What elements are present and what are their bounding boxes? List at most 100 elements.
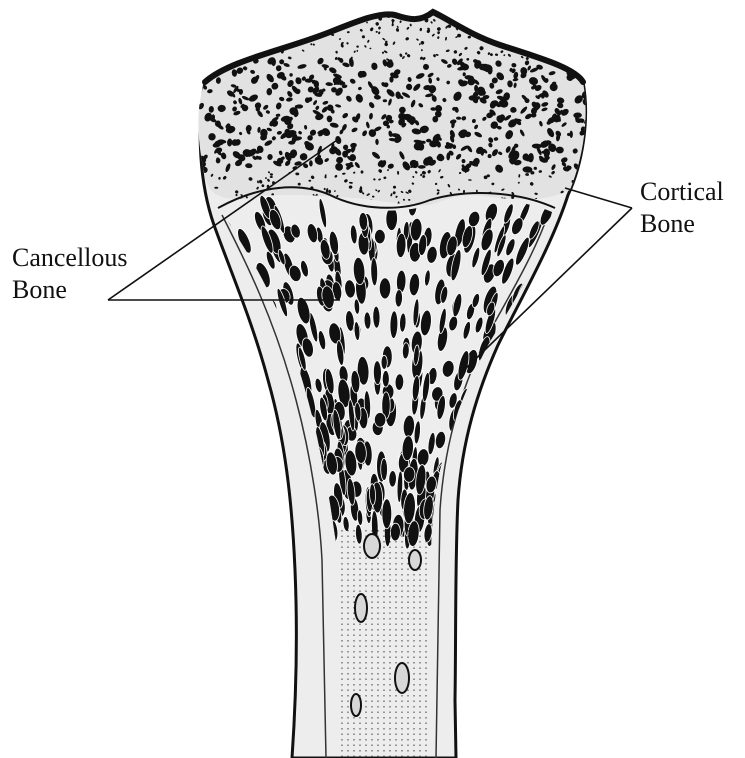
cancellous-label-line2: Bone <box>12 274 128 306</box>
canal-space <box>409 550 421 570</box>
trabecula-dot <box>581 47 584 51</box>
trabecula-dot <box>258 42 261 45</box>
trabecula-dot <box>326 23 330 25</box>
canal-space <box>355 594 367 622</box>
trabecula-dot <box>322 16 325 20</box>
trabecula-cell <box>381 458 388 480</box>
trabecula-dot <box>223 25 226 29</box>
canal-space <box>395 663 409 693</box>
trabecula-dot <box>383 99 387 102</box>
trabecula-dot <box>298 32 300 36</box>
trabecula-dot <box>220 30 223 33</box>
trabecula-dot <box>271 34 274 38</box>
trabecula-dot <box>574 33 577 37</box>
trabecula-dot <box>584 173 588 176</box>
trabecula-dot <box>249 47 254 52</box>
trabecula-dot <box>579 61 588 69</box>
trabecula-dot <box>263 14 266 17</box>
canal-space <box>364 534 380 558</box>
trabecula-dot <box>322 14 326 17</box>
trabecula-dot <box>214 36 218 40</box>
trabecula-dot <box>507 16 511 20</box>
trabecula-dot <box>529 45 533 49</box>
trabecula-dot <box>234 49 239 53</box>
trabecula-dot <box>588 55 591 58</box>
trabecula-cell <box>382 370 389 387</box>
cortical-label-line1: Cortical <box>640 176 724 208</box>
trabecula-dot <box>245 50 248 53</box>
trabecula-dot <box>525 19 529 23</box>
trabecula-dot <box>581 14 583 17</box>
cancellous-bone-label: Cancellous Bone <box>12 242 128 306</box>
trabecula-dot <box>288 15 292 19</box>
trabecula-dot <box>227 56 229 59</box>
trabecula-dot <box>555 35 559 39</box>
trabecula-dot <box>239 16 243 20</box>
trabecula-dot <box>588 17 590 19</box>
trabecula-dot <box>206 45 210 49</box>
trabecula-dot <box>520 23 523 26</box>
trabecula-dot <box>457 34 461 38</box>
trabecula-cell <box>373 306 381 328</box>
trabecula-dot <box>208 62 214 71</box>
trabecula-dot <box>204 62 209 66</box>
trabecula-dot <box>230 23 235 28</box>
trabecula-cell <box>381 355 387 369</box>
trabecula-dot <box>253 44 255 47</box>
trabecula-dot <box>244 46 248 49</box>
trabecula-dot <box>582 20 586 25</box>
trabecula-dot <box>305 19 310 24</box>
trabecula-dot <box>459 19 462 22</box>
trabecula-dot <box>539 48 543 52</box>
trabecula-dot <box>261 39 265 42</box>
trabecula-dot <box>328 190 331 194</box>
cortical-bone-label: Cortical Bone <box>640 176 724 240</box>
trabecula-dot <box>264 42 266 44</box>
trabecula-dot <box>198 70 203 79</box>
trabecula-dot <box>497 20 501 24</box>
trabecula-dot <box>232 45 236 49</box>
trabecula-dot <box>557 46 560 49</box>
trabecula-dot <box>376 31 378 33</box>
trabecula-dot <box>579 177 583 181</box>
trabecula-dot <box>575 58 578 61</box>
trabecula-dot <box>247 40 251 44</box>
trabecula-dot <box>231 27 233 30</box>
trabecula-dot <box>327 14 331 18</box>
trabecula-dot <box>540 45 542 49</box>
trabecula-dot <box>218 46 223 50</box>
trabecula-dot <box>515 24 518 28</box>
trabecula-dot <box>552 15 555 18</box>
trabecula-dot <box>209 47 212 50</box>
trabecula-dot <box>218 61 225 67</box>
trabecula-dot <box>261 42 264 45</box>
trabecula-dot <box>276 22 278 25</box>
trabecula-cell <box>389 471 397 488</box>
trabecula-dot <box>249 51 253 54</box>
trabecula-dot <box>293 24 297 27</box>
trabecula-dot <box>235 39 238 43</box>
trabecula-dot <box>586 160 594 168</box>
trabecula-dot <box>221 14 225 19</box>
trabecula-dot <box>228 27 231 30</box>
trabecula-dot <box>211 55 214 59</box>
trabecula-dot <box>566 31 569 34</box>
trabecula-dot <box>234 58 236 60</box>
trabecula-dot <box>585 171 589 175</box>
trabecula-dot <box>266 22 271 27</box>
trabecula-dot <box>567 57 570 61</box>
trabecula-cell <box>369 484 376 506</box>
trabecula-dot <box>233 22 237 26</box>
trabecula-dot <box>466 19 469 22</box>
trabecula-dot <box>575 15 579 19</box>
trabecula-dot <box>539 48 543 51</box>
trabecula-dot <box>327 18 330 21</box>
trabecula-cell <box>374 229 385 244</box>
trabecula-dot <box>269 23 273 26</box>
trabecula-dot <box>334 17 339 21</box>
trabecula-dot <box>265 40 269 44</box>
trabecula-dot <box>454 15 457 17</box>
trabecula-dot <box>566 56 571 60</box>
cortical-label-line2: Bone <box>640 208 724 240</box>
